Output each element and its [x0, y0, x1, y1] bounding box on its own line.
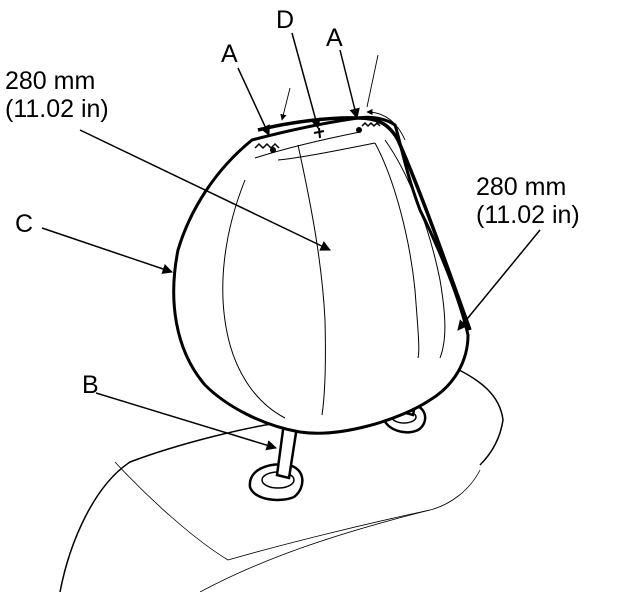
label-c: C: [15, 210, 34, 238]
dimension-left-mm: 280 mm: [5, 67, 96, 95]
leader-lines: [41, 32, 541, 451]
dimension-right-in: (11.02 in): [476, 201, 580, 229]
dimension-right-mm: 280 mm: [476, 173, 567, 201]
headrest: [172, 115, 470, 435]
seat-back: [59, 367, 504, 593]
d-mark: [313, 127, 325, 139]
label-d: D: [276, 6, 295, 34]
label-a-right: A: [326, 24, 343, 52]
label-b: B: [82, 371, 99, 399]
dimension-left-in: (11.02 in): [5, 95, 109, 123]
label-a-left: A: [221, 40, 238, 68]
